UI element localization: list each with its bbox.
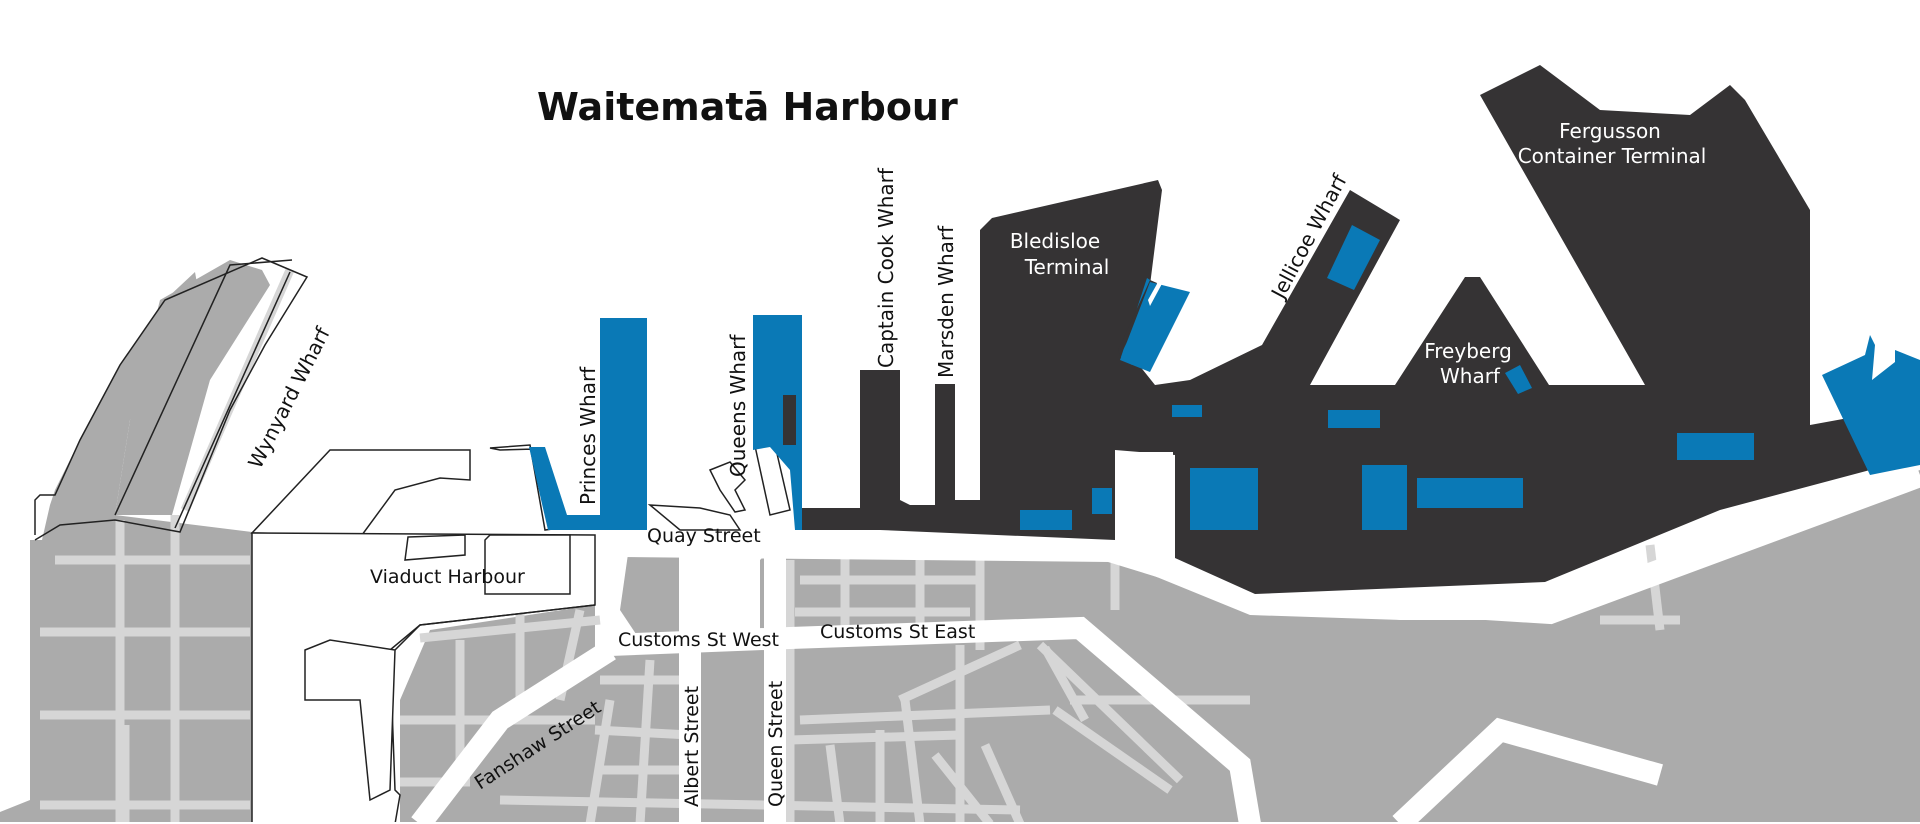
map-title: Waitematā Harbour — [537, 85, 958, 129]
label-princes-wharf: Princes Wharf — [576, 366, 600, 505]
port-land — [800, 65, 1920, 594]
princes-wharf-shed — [529, 318, 647, 530]
wynyard-outline — [34, 257, 309, 541]
sheds — [529, 225, 1920, 530]
label-viaduct-harbour: Viaduct Harbour — [370, 566, 525, 588]
label-queen-street: Queen Street — [765, 681, 787, 807]
label-captain-cook-wharf: Captain Cook Wharf — [874, 167, 898, 368]
label-bledisloe-1: Bledisloe — [1010, 229, 1100, 253]
label-customs-st-east: Customs St East — [820, 621, 975, 643]
label-marsden-wharf: Marsden Wharf — [934, 225, 958, 378]
label-customs-st-west: Customs St West — [618, 629, 779, 651]
label-bledisloe-2: Terminal — [1024, 255, 1110, 279]
viaduct-harbour — [250, 449, 596, 824]
quay-outlines — [489, 444, 791, 531]
land-west — [0, 272, 252, 824]
label-fergusson-2: Container Terminal — [1518, 144, 1707, 168]
label-quay-street: Quay Street — [647, 525, 761, 547]
land-layer — [0, 260, 1920, 824]
label-albert-street: Albert Street — [681, 686, 703, 807]
terminal-labels: Bledisloe Terminal Freyberg Wharf Fergus… — [1010, 119, 1706, 388]
label-freyberg-1: Freyberg — [1424, 339, 1512, 363]
land-cbd-west — [400, 540, 1250, 824]
label-queens-wharf: Queens Wharf — [726, 334, 750, 477]
label-freyberg-2: Wharf — [1440, 364, 1501, 388]
bottom-margin — [0, 822, 1920, 824]
main-roads — [411, 463, 1920, 824]
queens-wharf-shed — [753, 315, 802, 530]
land-east — [1250, 470, 1920, 824]
land-wynyard — [115, 260, 270, 515]
port-gaps — [1115, 275, 1173, 547]
label-fergusson-1: Fergusson — [1559, 119, 1661, 143]
